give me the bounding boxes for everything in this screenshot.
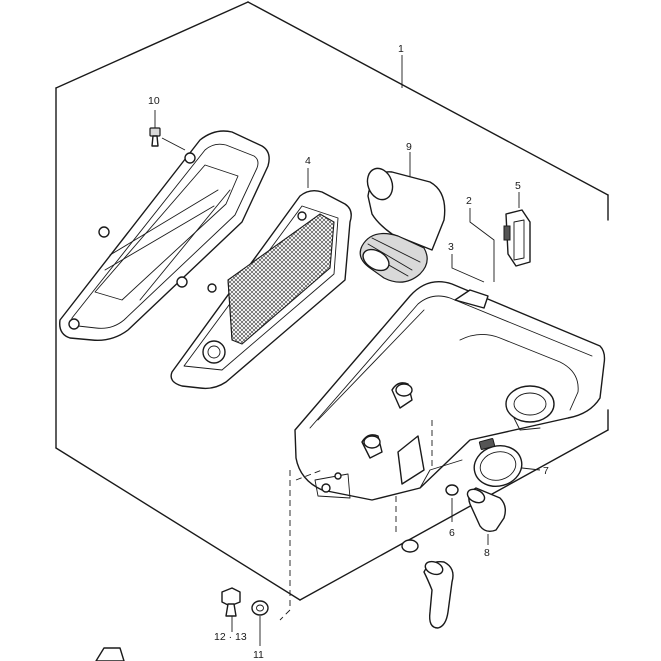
callout-part-11: 11 — [253, 649, 264, 661]
callout-part-10: 10 — [148, 95, 160, 107]
air-cleaner-cap — [59, 130, 270, 341]
callout-part-2: 2 — [466, 195, 472, 207]
callout-part-8: 8 — [484, 547, 490, 559]
bracket-part-5 — [503, 192, 531, 267]
leader-line-part-2 — [469, 208, 495, 282]
bolt-part-12-13 — [221, 587, 241, 632]
leader-line-lower-dashed — [295, 469, 323, 481]
hose-clamp-part-7 — [473, 438, 541, 487]
drain-hose — [395, 496, 454, 629]
callout-part-3: 3 — [448, 241, 454, 253]
drain-tube-part-8 — [466, 487, 507, 545]
callout-part-7: 7 — [543, 465, 549, 477]
screw-part-10 — [149, 110, 186, 151]
callout-part-4: 4 — [305, 155, 311, 167]
clip-part-6 — [431, 420, 459, 522]
intake-duct-part-9 — [359, 152, 446, 283]
callout-part-1: 1 — [398, 43, 404, 55]
partial-emblem — [95, 647, 125, 661]
callout-part-5: 5 — [515, 180, 521, 192]
assembly-frame — [55, 1, 609, 601]
air-cleaner-case — [294, 281, 606, 501]
callout-part-9: 9 — [406, 141, 412, 153]
leader-line-part-11-dashed — [279, 470, 291, 621]
callout-part-6: 6 — [449, 527, 455, 539]
washer-part-11 — [251, 600, 269, 646]
leader-line-part-3 — [451, 254, 485, 283]
callout-part-12-13: 12 · 13 — [214, 631, 247, 643]
air-filter-element-part-4 — [170, 168, 352, 390]
